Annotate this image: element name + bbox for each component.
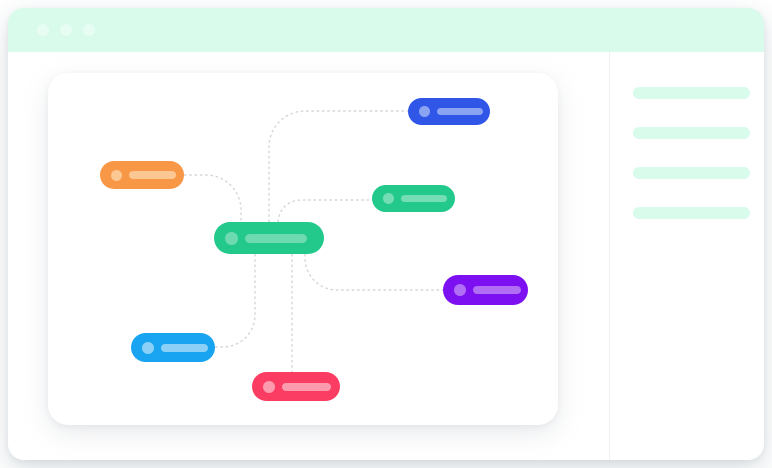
node-sky-blue[interactable] [131, 333, 215, 362]
node-bullet-icon [263, 380, 275, 393]
node-red[interactable] [252, 372, 340, 401]
node-orange[interactable] [100, 161, 184, 189]
window-control-dot-2[interactable] [60, 24, 72, 36]
node-bullet-icon [383, 193, 394, 204]
connector-center-to-purple [304, 254, 443, 291]
window-control-dot-1[interactable] [37, 24, 49, 36]
sidebar-divider [609, 52, 610, 460]
window-body [8, 52, 764, 460]
node-bullet-icon [454, 284, 466, 296]
node-bullet-icon [142, 341, 154, 354]
node-green[interactable] [372, 185, 455, 212]
connector-center-to-sky [215, 254, 256, 348]
app-window [8, 8, 764, 460]
node-bullet-icon [111, 169, 122, 181]
sidebar-text-placeholder-3 [633, 167, 750, 179]
node-bullet-icon [419, 106, 430, 117]
window-header [8, 8, 764, 52]
sidebar-text-placeholder-4 [633, 207, 750, 219]
node-label-placeholder [282, 382, 331, 391]
node-label-placeholder [245, 233, 307, 243]
window-control-dot-3[interactable] [83, 24, 95, 36]
node-label-placeholder [401, 195, 447, 202]
node-label-placeholder [473, 286, 521, 294]
mindmap-canvas[interactable] [48, 73, 558, 425]
connector-center-to-blue [268, 110, 408, 222]
sidebar-text-placeholder-1 [633, 87, 750, 99]
connector-center-to-green [277, 199, 372, 223]
node-purple[interactable] [443, 275, 528, 305]
connector-layer [184, 110, 443, 372]
sidebar-text-placeholder-2 [633, 127, 750, 139]
connector-orange-to-center [184, 174, 242, 222]
node-blue[interactable] [408, 98, 490, 125]
node-bullet-icon [225, 231, 238, 245]
node-label-placeholder [129, 171, 176, 179]
node-label-placeholder [437, 108, 483, 115]
node-center-green[interactable] [214, 222, 324, 254]
sidebar-panel [610, 52, 764, 460]
node-label-placeholder [161, 343, 208, 352]
